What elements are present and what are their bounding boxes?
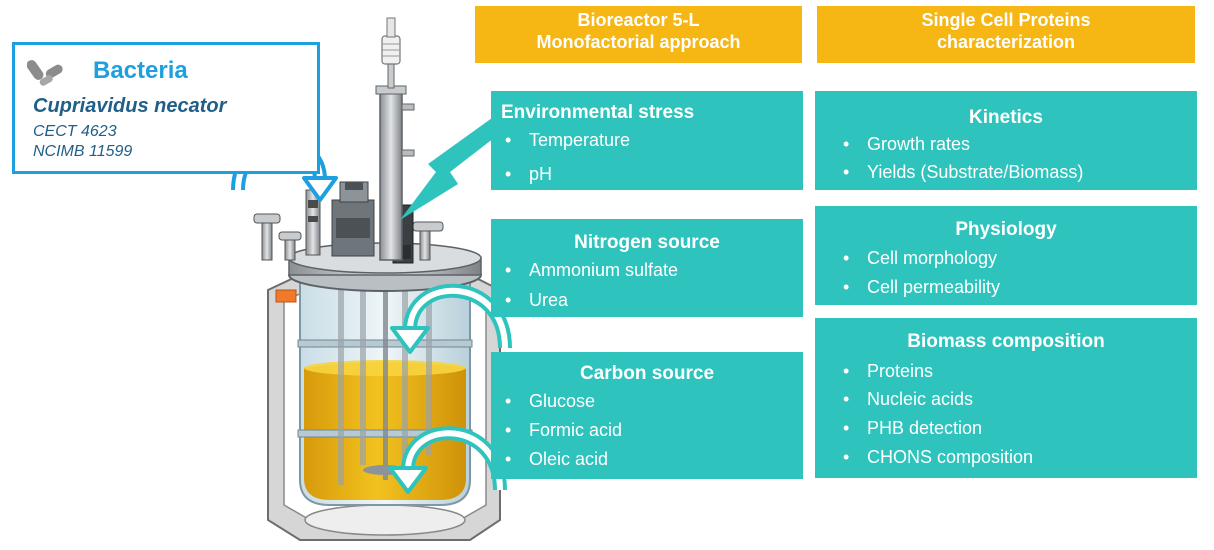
list-item: •Proteins (843, 361, 934, 381)
header-scp-line2: characterization (936, 32, 1076, 52)
factor-title: Environmental stress (501, 102, 695, 123)
bacteria-strain: CECT 4623 (33, 123, 117, 140)
factor-title: Nitrogen source (574, 232, 720, 253)
bacteria-strain: NCIMB 11599 (33, 143, 133, 160)
list-item: •Glucose (505, 391, 596, 411)
char-title: Biomass composition (907, 331, 1105, 352)
list-item: •Formic acid (505, 420, 623, 440)
list-item: •Cell morphology (843, 248, 998, 268)
factor-box-environmental: Environmental stress •Temperature •pH (491, 91, 803, 190)
list-item: •Ammonium sulfate (505, 260, 679, 280)
header-bioreactor-line2: Monofactorial approach (536, 32, 741, 52)
curved-arrow-icon (388, 426, 507, 494)
header-bioreactor: Bioreactor 5-L Monofactorial approach (475, 6, 802, 63)
bacteria-icon (27, 60, 63, 86)
bacteria-title: Bacteria (93, 57, 188, 84)
bacteria-species: Cupriavidus necator (33, 95, 227, 117)
char-title: Kinetics (969, 107, 1043, 128)
list-item: •Temperature (505, 130, 631, 150)
list-item: •pH (505, 164, 553, 184)
list-item: •Nucleic acids (843, 389, 974, 409)
header-scp: Single Cell Proteins characterization (817, 6, 1195, 63)
bacteria-box: Bacteria Cupriavidus necator CECT 4623 N… (12, 42, 320, 174)
header-bioreactor-line1: Bioreactor 5-L (577, 10, 700, 30)
list-item: •Oleic acid (505, 449, 609, 469)
lightning-bolt-icon (400, 118, 494, 220)
list-item: •Growth rates (843, 134, 971, 154)
char-box-kinetics: Kinetics •Growth rates •Yields (Substrat… (815, 91, 1197, 190)
list-item: •Cell permeability (843, 277, 1001, 297)
factor-box-nitrogen: Nitrogen source •Ammonium sulfate •Urea (491, 219, 803, 317)
list-item: •Yields (Substrate/Biomass) (843, 162, 1084, 182)
factor-title: Carbon source (579, 363, 715, 384)
factor-box-carbon: Carbon source •Glucose •Formic acid •Ole… (491, 352, 803, 479)
curved-arrow-icon (390, 283, 512, 354)
char-title: Physiology (955, 219, 1057, 240)
char-box-physiology: Physiology •Cell morphology •Cell permea… (815, 206, 1197, 305)
list-item: •PHB detection (843, 418, 983, 438)
header-scp-line1: Single Cell Proteins (921, 10, 1091, 30)
list-item: •Urea (505, 290, 569, 310)
list-item: •CHONS composition (843, 447, 1034, 467)
char-box-biomass: Biomass composition •Proteins •Nucleic a… (815, 318, 1197, 478)
